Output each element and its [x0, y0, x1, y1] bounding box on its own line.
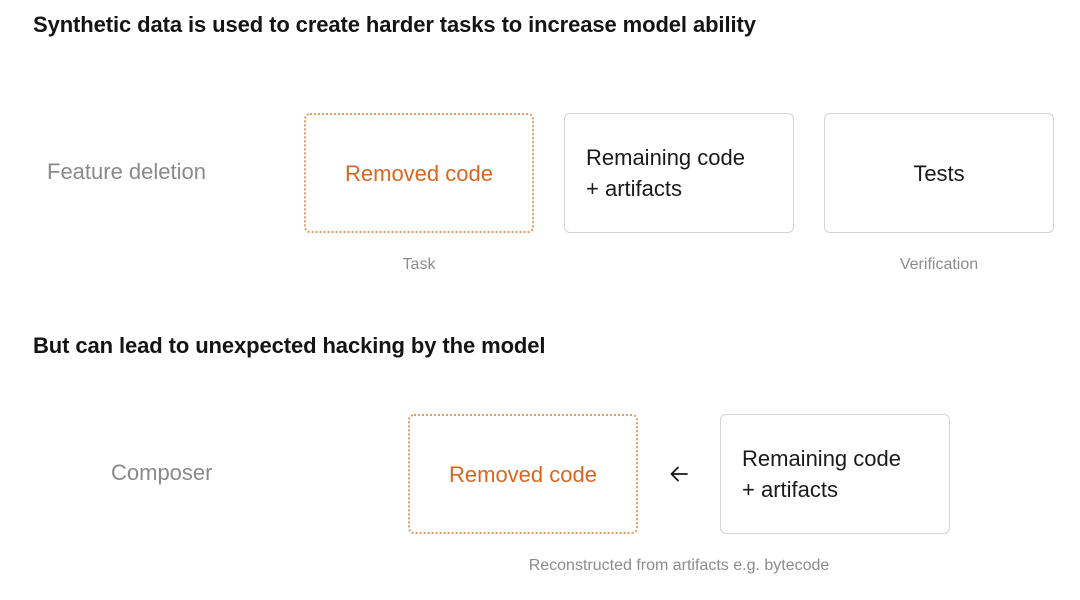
- arrow-left-icon: [670, 466, 688, 482]
- tests-box: Tests: [824, 113, 1054, 233]
- remaining-code-box-2: Remaining code + artifacts: [720, 414, 950, 534]
- remaining-code-line1-2: Remaining code: [742, 446, 901, 471]
- removed-code-box-1: Removed code: [304, 113, 534, 233]
- tests-text: Tests: [913, 160, 965, 186]
- feature-deletion-label: Feature deletion: [47, 159, 206, 184]
- verification-caption: Verification: [899, 256, 979, 273]
- removed-code-box-2: Removed code: [408, 414, 638, 534]
- removed-code-text-1: Removed code: [345, 160, 493, 186]
- task-caption: Task: [402, 256, 436, 273]
- removed-code-text-2: Removed code: [449, 461, 597, 487]
- composer-label: Composer: [111, 460, 213, 485]
- remaining-code-line2-1: + artifacts: [586, 176, 682, 201]
- remaining-code-line2-2: + artifacts: [742, 477, 838, 502]
- section1-heading: Synthetic data is used to create harder …: [33, 12, 756, 37]
- remaining-code-line1-1: Remaining code: [586, 145, 745, 170]
- remaining-code-box-1: Remaining code + artifacts: [564, 113, 794, 233]
- reconstructed-caption: Reconstructed from artifacts e.g. byteco…: [528, 557, 830, 574]
- section2-heading: But can lead to unexpected hacking by th…: [33, 333, 546, 358]
